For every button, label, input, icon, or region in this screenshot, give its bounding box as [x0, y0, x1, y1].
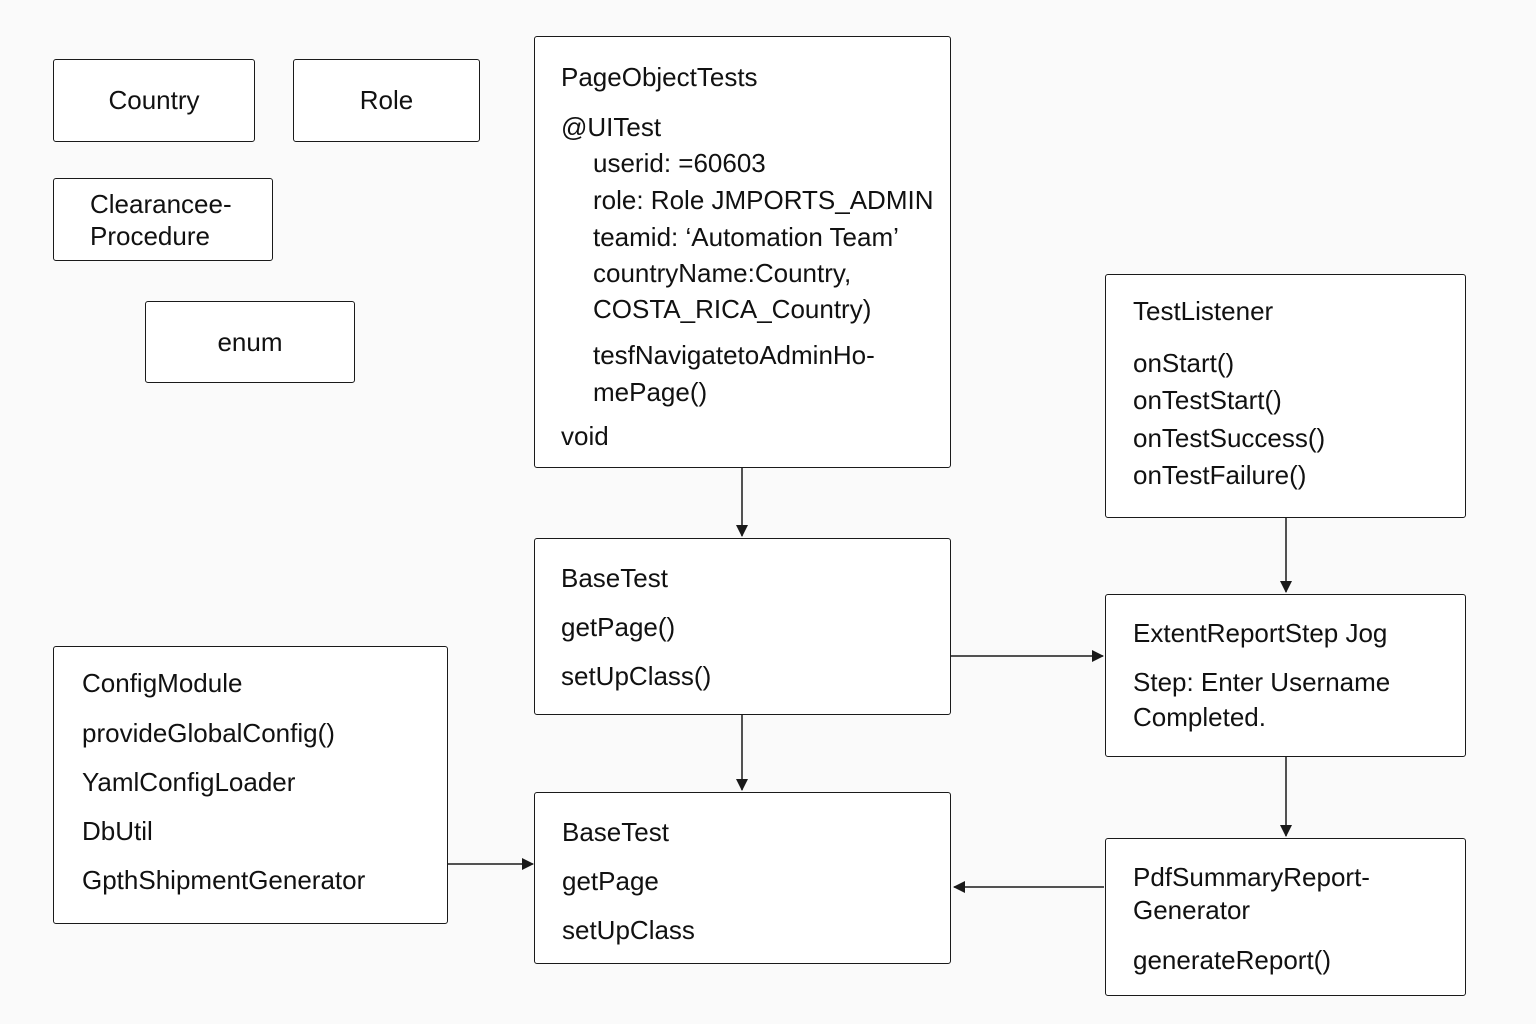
config-item-shipment-generator: GpthShipmentGenerator: [82, 865, 366, 895]
country-label: Country: [108, 85, 200, 115]
test-listener-title: TestListener: [1133, 296, 1274, 326]
role-label: Role: [359, 85, 414, 115]
listener-method-on-test-success: onTestSuccess(): [1133, 423, 1326, 453]
listener-method-on-test-failure: onTestFailure(): [1133, 460, 1307, 490]
config-item-db-util: DbUtil: [82, 816, 153, 846]
base-test-method-getpage-lower: getPage: [562, 866, 659, 896]
param-country-name: countryName:Country,: [593, 258, 852, 288]
listener-method-on-test-start: onTestStart(): [1133, 385, 1282, 415]
base-test-title-lower: BaseTest: [562, 817, 669, 847]
base-test-box-upper: BaseTest getPage() setUpClass(): [534, 538, 951, 715]
clearance-procedure-label-line1: Clearancee-: [90, 188, 232, 219]
page-object-tests-title: PageObjectTests: [561, 62, 758, 92]
config-module-box: ConfigModule provideGlobalConfig() YamlC…: [53, 646, 448, 924]
enum-label: enum: [217, 326, 283, 357]
pdf-summary-title-line2: Generator: [1133, 895, 1251, 925]
param-costa-rica: COSTA_RICA_Country): [593, 294, 872, 324]
config-item-yaml-config-loader: YamlConfigLoader: [82, 767, 296, 797]
base-test-title-upper: BaseTest: [561, 563, 668, 593]
clearance-procedure-box: Clearancee- Procedure: [53, 178, 273, 261]
base-test-method-setupclass-lower: setUpClass: [562, 915, 695, 945]
page-object-tests-box: PageObjectTests @UITest userid: =60603 r…: [534, 36, 951, 468]
base-test-box-lower: BaseTest getPage setUpClass: [534, 792, 951, 964]
pdf-summary-method-generate-report: generateReport(): [1133, 945, 1331, 975]
extent-report-completed-line: Completed.: [1133, 702, 1266, 732]
test-method-line2: mePage(): [593, 377, 708, 407]
pdf-summary-title-line1: PdfSummaryReport-: [1133, 862, 1370, 892]
listener-method-on-start: onStart(): [1133, 348, 1235, 378]
clearance-procedure-label-line2: Procedure: [90, 220, 210, 251]
test-method-line1: tesfNavigatetoAdminHo-: [593, 340, 875, 370]
test-listener-box: TestListener onStart() onTestStart() onT…: [1105, 274, 1466, 518]
country-box: Country: [53, 59, 255, 142]
base-test-method-getpage-upper: getPage(): [561, 612, 676, 642]
pdf-summary-report-box: PdfSummaryReport- Generator generateRepo…: [1105, 838, 1466, 996]
role-box: Role: [293, 59, 480, 142]
enum-box: enum: [145, 301, 355, 383]
config-module-title: ConfigModule: [82, 668, 243, 698]
return-type: void: [561, 421, 609, 451]
param-userid: userid: =60603: [593, 148, 766, 178]
param-teamid: teamid: ‘Automation Team’: [593, 222, 899, 252]
extent-report-title: ExtentReportStep Jog: [1133, 618, 1388, 648]
param-role: role: Role JMPORTS_ADMIN: [593, 185, 934, 215]
ui-test-annotation: @UITest: [561, 112, 662, 142]
extent-report-box: ExtentReportStep Jog Step: Enter Usernam…: [1105, 594, 1466, 757]
config-item-provide-global-config: provideGlobalConfig(): [82, 718, 335, 748]
extent-report-step-line: Step: Enter Username: [1133, 667, 1391, 697]
base-test-method-setupclass-upper: setUpClass(): [561, 661, 712, 691]
